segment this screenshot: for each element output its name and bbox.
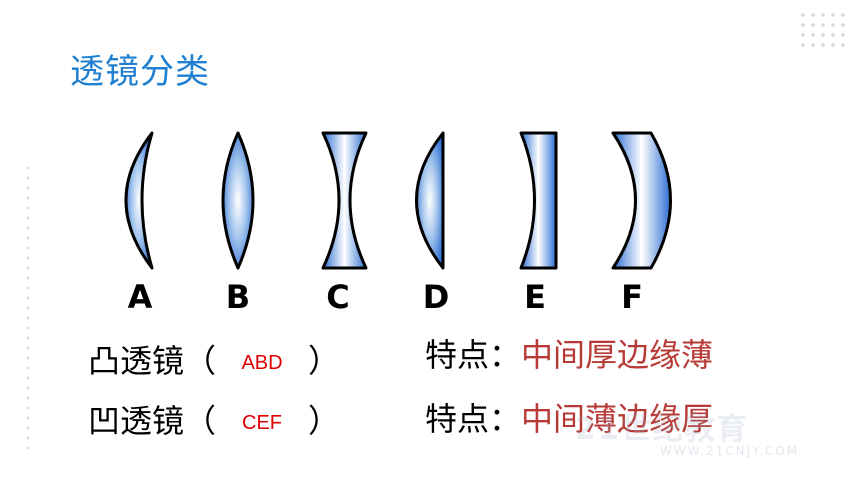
concave-answer: CEF <box>242 412 283 434</box>
convex-close: ） <box>308 342 341 380</box>
lens-label-f: F <box>621 278 643 316</box>
lens-label-d: D <box>422 278 450 316</box>
lens-label-b: B <box>225 278 251 316</box>
concave-close: ） <box>308 402 341 440</box>
decorative-dot-line <box>26 166 30 450</box>
lens-label-a: A <box>127 278 153 316</box>
lens-b <box>221 131 255 270</box>
convex-feature-value: 中间厚边缘薄 <box>521 336 714 374</box>
convex-feature-label: 特点： <box>425 336 522 374</box>
convex-row: 凸透镜（ ABD ） <box>88 336 340 382</box>
concave-row: 凹透镜（ CEF ） <box>88 396 340 442</box>
decorative-dot-grid <box>801 13 845 47</box>
lens-e <box>519 131 558 270</box>
concave-feature-label: 特点： <box>425 400 522 438</box>
watermark-logo: 21世纪教育 <box>575 412 749 447</box>
page-title: 透镜分类 <box>70 52 210 92</box>
lens-c <box>321 131 368 270</box>
concave-feature: 特点：中间薄边缘厚 <box>425 394 713 440</box>
concave-feature-value: 中间薄边缘厚 <box>521 400 714 438</box>
convex-feature: 特点：中间厚边缘薄 <box>425 330 713 376</box>
convex-label: 凸透镜（ <box>88 342 217 380</box>
concave-label: 凹透镜（ <box>88 402 217 440</box>
lens-a <box>124 131 154 270</box>
watermark-url: WWW.21CNJY.COM <box>660 444 800 458</box>
lens-label-c: C <box>326 278 350 316</box>
lens-d <box>415 131 445 270</box>
lens-label-e: E <box>524 278 546 316</box>
lens-diagram <box>124 131 672 270</box>
convex-answer: ABD <box>241 352 283 374</box>
lens-f <box>611 131 672 270</box>
